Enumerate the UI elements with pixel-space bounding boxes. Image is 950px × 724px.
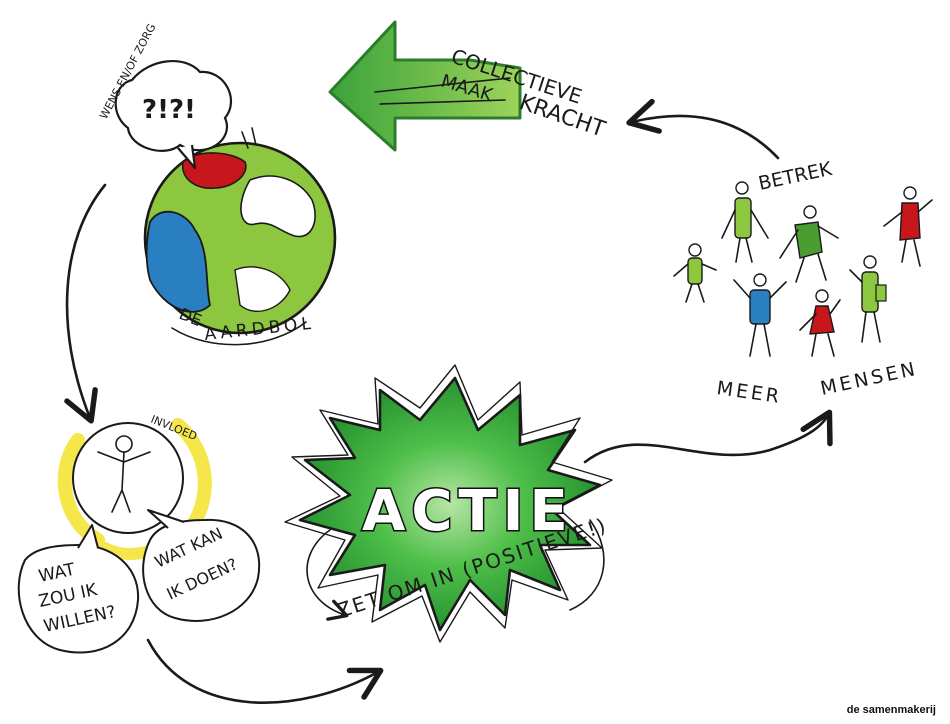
burst-outline: [284, 364, 613, 643]
earth-cloud-2: [234, 266, 291, 313]
action-loop-left: [306, 529, 349, 621]
person-figure-5: [733, 273, 787, 357]
action-loop-right: [569, 519, 605, 611]
action-burst: ACTIE: [284, 364, 613, 643]
earth-ocean: [145, 210, 211, 313]
bubble-right: WAT KAN IK DOEN?: [142, 509, 261, 622]
arrow-people-to-collective: [626, 98, 780, 160]
earth-caption-underline: [171, 321, 307, 346]
earth-cloud: [240, 175, 316, 238]
green-arrow-shape: [328, 20, 522, 152]
burst-shape: [298, 376, 602, 632]
person-figure-6: [799, 289, 841, 357]
bubble-right-shape: [142, 518, 261, 622]
collective-label: COLLECTIEVE MAAK KRACHT: [439, 44, 609, 143]
thought-bubble: ?!?!: [114, 60, 233, 170]
person-circle: [72, 422, 184, 534]
person-figure-1: [673, 243, 717, 303]
bubble-left-tail: [77, 524, 99, 549]
people-bottom-left: MEER: [715, 377, 783, 408]
thought-text: ?!?!: [142, 95, 196, 125]
people-group: BETREK: [673, 158, 933, 408]
person-figure-4: [883, 186, 933, 267]
credit-label: de samenmakerij: [846, 704, 936, 716]
person-head: [115, 435, 133, 453]
person-body: [97, 451, 151, 513]
bubble-right-tail: [147, 509, 185, 529]
arrow-highlight: [374, 77, 511, 105]
person-figure-2: [721, 181, 769, 263]
action-word: ACTIE: [362, 479, 574, 544]
bubble-left-shape: [17, 543, 140, 654]
person-figure-7: [849, 255, 887, 343]
influence-arc-right: [171, 418, 212, 537]
people-top-label: BETREK: [756, 158, 834, 195]
thought-bubble-tail: [177, 144, 197, 170]
thought-bubble-shape: [114, 60, 233, 152]
earth-red-spot: [182, 152, 247, 189]
earth-marks: [241, 127, 257, 149]
bubble-left: WAT ZOU IK WILLEN?: [17, 524, 140, 654]
arrow-earth-to-person: [64, 183, 107, 424]
earth-group: [143, 127, 337, 335]
collective-arrow: [328, 20, 522, 152]
arrow-action-to-people: [583, 409, 833, 464]
people-bottom-right: MENSEN: [818, 358, 919, 400]
person-figure-3: [779, 205, 839, 283]
arrow-bubbles-to-action: [146, 638, 384, 704]
